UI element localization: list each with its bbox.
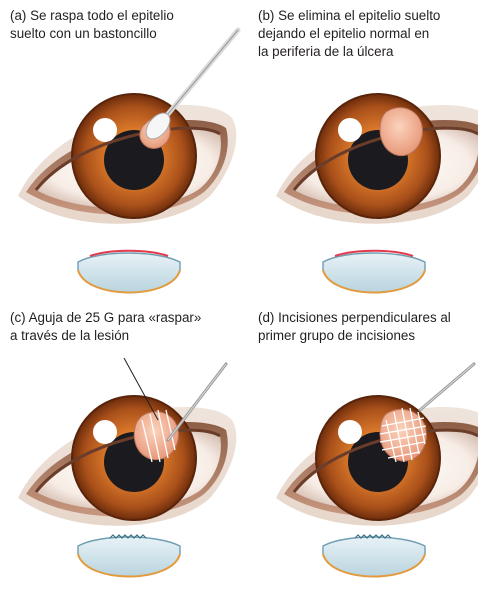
panel-a	[18, 30, 238, 293]
caption-a: (a) Se raspa todo el epitelio suelto con…	[10, 8, 178, 41]
light-reflex	[93, 420, 117, 444]
light-reflex	[338, 420, 362, 444]
needle	[420, 364, 474, 410]
lesion	[380, 108, 422, 156]
eye-illustration	[276, 396, 478, 526]
caption-d: (d) Incisiones perpendiculares al primer…	[258, 310, 455, 343]
light-reflex	[93, 118, 117, 142]
panel-c	[18, 358, 236, 577]
eye-illustration	[276, 94, 478, 224]
caption-c: (c) Aguja de 25 G para «raspar» a través…	[10, 310, 205, 343]
light-reflex	[338, 118, 362, 142]
cornea-cross-section	[78, 535, 180, 577]
cornea-cross-section	[323, 251, 425, 293]
cornea-cross-section	[323, 535, 425, 577]
eye-illustration	[18, 396, 236, 526]
panel-d	[276, 364, 478, 577]
caption-b: (b) Se elimina el epitelio suelto dejand…	[258, 8, 444, 59]
panel-b	[276, 94, 478, 293]
eye-illustration	[18, 94, 236, 224]
cornea-cross-section	[78, 251, 180, 293]
